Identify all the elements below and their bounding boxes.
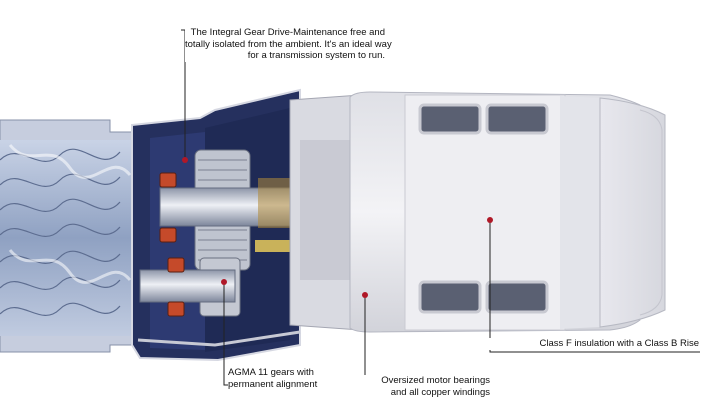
callout-insulation-line: Class F insulation with a Class B Rise (539, 338, 699, 349)
callout-motor-bearings: Oversized motor bearings and all copper … (362, 375, 490, 398)
callout-agma-gears-line: permanent alignment (228, 378, 318, 390)
callout-agma-gears-line: AGMA 11 gears with (228, 367, 314, 378)
agma-gears-marker (221, 279, 227, 285)
gear-drive-marker (182, 157, 188, 163)
callout-insulation: Class F insulation with a Class B Rise (487, 338, 699, 350)
callout-gear-drive: The Integral Gear Drive-Maintenance free… (185, 27, 392, 62)
motor-bearings-marker (362, 292, 368, 298)
motor-adapter (289, 94, 361, 331)
callout-gear-drive-line: totally isolated from the ambient. It's … (185, 38, 392, 50)
insulation-marker (487, 217, 493, 223)
callout-motor-bearings-line: Oversized motor bearings (381, 375, 490, 386)
motor-vents (418, 103, 549, 314)
bearings (159, 172, 185, 317)
marker-dots (182, 157, 493, 298)
callout-gear-drive-line: The Integral Gear Drive-Maintenance free… (190, 27, 385, 38)
callout-gear-drive-line: for a transmission system to run. (247, 50, 385, 61)
callout-motor-bearings-line: and all copper windings (390, 386, 490, 398)
leader-lines (181, 29, 700, 397)
screw-rotors (0, 144, 132, 316)
callout-agma-gears: AGMA 11 gears with permanent alignment (228, 367, 328, 390)
gear-train (139, 149, 301, 317)
